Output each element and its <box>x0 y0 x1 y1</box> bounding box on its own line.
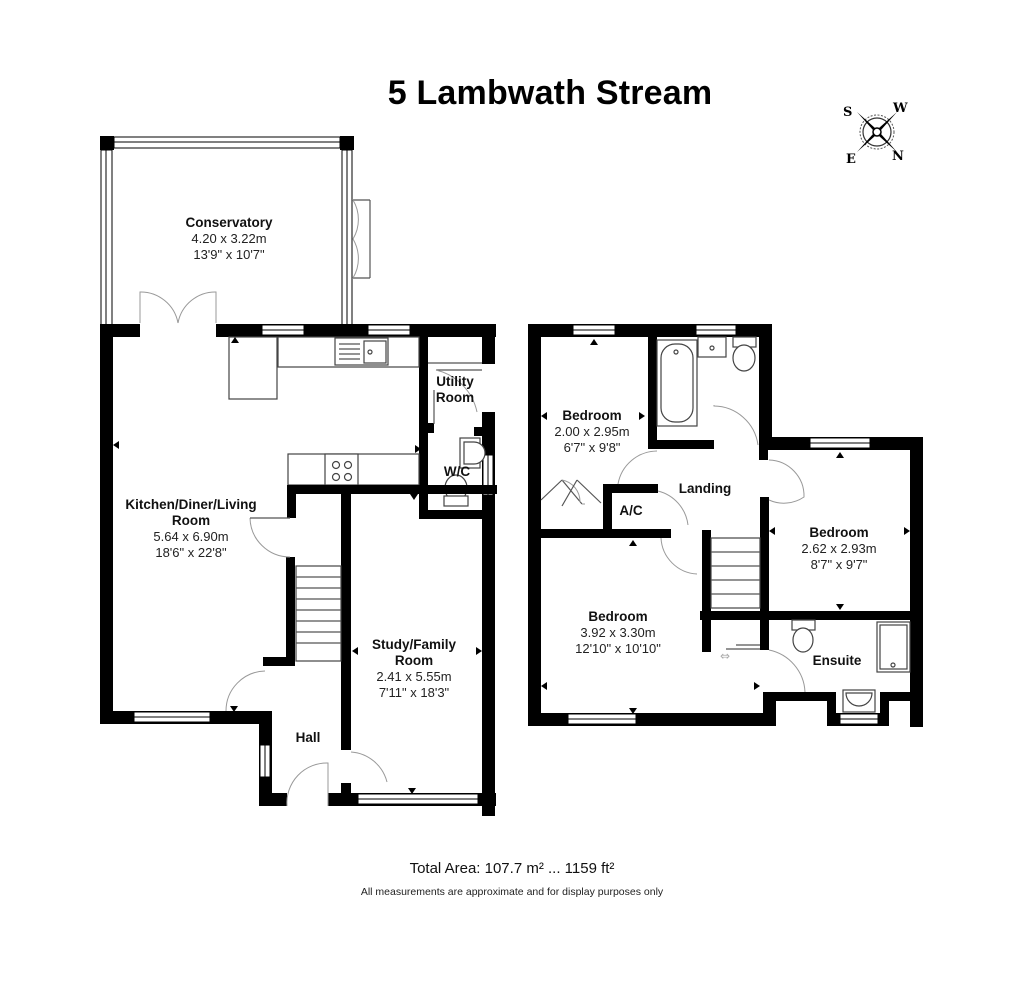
room-name: Landing <box>678 481 732 496</box>
room-metric: 2.41 x 5.55m <box>376 669 452 684</box>
room-name-1: Utility <box>436 374 474 389</box>
room-imperial: 18'6" x 22'8" <box>155 545 227 560</box>
room-name: Bedroom <box>809 525 869 540</box>
room-name: Bedroom <box>562 408 622 423</box>
room-bedroom-main: Bedroom 3.92 x 3.30m 12'10" x 10'10" <box>575 609 661 657</box>
disclaimer: All measurements are approximate and for… <box>360 886 664 898</box>
page-title: 5 Lambwath Stream <box>387 74 713 112</box>
room-name: Hall <box>295 730 321 745</box>
room-wc: W/C <box>444 464 470 480</box>
room-name-1: Kitchen/Diner/Living <box>125 497 257 512</box>
room-imperial: 13'9" x 10'7" <box>193 247 265 262</box>
total-area: Total Area: 107.7 m² ... 1159 ft² <box>409 860 615 877</box>
compass-s: S <box>843 105 852 120</box>
room-utility: Utility Room <box>436 374 474 406</box>
room-conservatory: Conservatory 4.20 x 3.22m 13'9" x 10'7" <box>185 215 272 263</box>
room-ac: A/C <box>619 503 642 519</box>
room-name: Conservatory <box>185 215 273 230</box>
first-floor: ⇔ <box>528 324 923 727</box>
room-imperial: 7'11" x 18'3" <box>378 685 450 700</box>
compass-w: W <box>892 101 908 116</box>
room-imperial: 12'10" x 10'10" <box>575 641 661 656</box>
room-bedroom-right: Bedroom 2.62 x 2.93m 8'7" x 9'7" <box>801 525 876 573</box>
room-metric: 5.64 x 6.90m <box>153 529 229 544</box>
room-hall: Hall <box>296 730 321 746</box>
room-name-2: Room <box>394 653 434 668</box>
room-metric: 3.92 x 3.30m <box>580 625 656 640</box>
compass-n: N <box>892 149 904 164</box>
room-name-2: Room <box>171 513 211 528</box>
room-imperial: 6'7" x 9'8" <box>563 440 621 455</box>
room-metric: 2.00 x 2.95m <box>554 424 630 439</box>
compass-icon: S W E N <box>843 101 908 167</box>
room-bedroom-small: Bedroom 2.00 x 2.95m 6'7" x 9'8" <box>554 408 629 456</box>
ground-floor <box>100 136 497 816</box>
room-kitchen: Kitchen/Diner/Living Room 5.64 x 6.90m 1… <box>125 497 256 561</box>
room-name-2: Room <box>435 390 475 405</box>
room-name: W/C <box>443 464 471 479</box>
room-name: A/C <box>619 503 643 518</box>
sliding-arrow-icon: ⇔ <box>720 649 730 663</box>
compass-e: E <box>846 152 856 167</box>
room-study: Study/Family Room 2.41 x 5.55m 7'11" x 1… <box>372 637 456 701</box>
room-metric: 2.62 x 2.93m <box>801 541 877 556</box>
room-name: Ensuite <box>812 653 862 668</box>
room-imperial: 8'7" x 9'7" <box>810 557 868 572</box>
room-name-1: Study/Family <box>371 637 457 652</box>
room-ensuite: Ensuite <box>813 653 862 669</box>
room-landing: Landing <box>679 481 732 497</box>
room-name: Bedroom <box>588 609 648 624</box>
room-metric: 4.20 x 3.22m <box>191 231 267 246</box>
